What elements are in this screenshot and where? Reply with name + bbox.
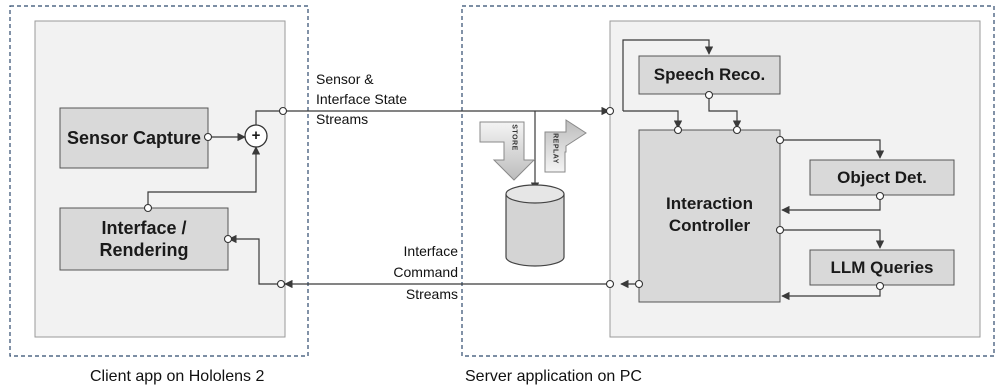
speech-reco-box [638, 55, 781, 95]
llm-queries-label: LLM Queries [830, 257, 934, 277]
server-frame [461, 5, 995, 357]
ports [143, 90, 885, 291]
plus-symbol: + [251, 127, 261, 144]
sensor-stream-label-2: Interface State [316, 91, 408, 107]
store-label: STORE [510, 124, 518, 151]
replay-arrow [544, 119, 587, 173]
command-stream-label-1: Interface [403, 243, 458, 259]
speech-reco-label: Speech Reco. [653, 65, 766, 84]
sensor-stream-label-1: Sensor & [316, 71, 374, 87]
client-caption: Client app on Hololens 2 [90, 368, 265, 385]
client-panel [34, 20, 286, 338]
object-det-label: Object Det. [837, 167, 927, 187]
command-stream-label-3: Streams [405, 286, 458, 302]
replay-label: REPLAY [551, 133, 559, 164]
client-connections [147, 106, 610, 289]
llm-queries-box [809, 249, 955, 286]
sensor-capture-label: Sensor Capture [66, 128, 202, 148]
sensor-stream-label-3: Streams [316, 111, 369, 127]
interface-rendering-box [59, 207, 229, 271]
client-frame [9, 5, 309, 357]
store-arrow [479, 121, 536, 181]
database-cylinder [505, 184, 565, 267]
interaction-controller-box [638, 129, 781, 303]
object-det-box [809, 159, 955, 196]
interaction-controller-label: Interaction Controller [666, 194, 753, 235]
command-stream-label-2: Command [393, 264, 458, 280]
interface-rendering-label: Interface / Rendering [99, 218, 189, 260]
server-caption: Server application on PC [465, 368, 642, 385]
